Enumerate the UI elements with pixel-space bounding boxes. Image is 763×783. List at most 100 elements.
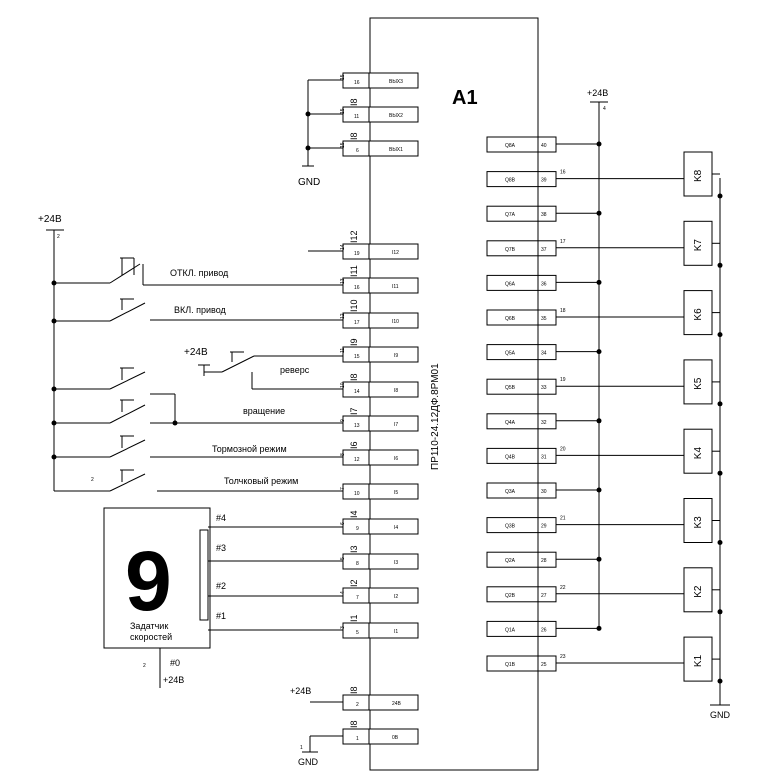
rail-num: 4	[603, 106, 606, 112]
wire-num: 7	[340, 487, 346, 490]
output-terminal: Q7A 38	[486, 205, 602, 222]
output-pin: 39	[541, 178, 547, 184]
pin-name: I11	[392, 284, 399, 290]
input-label: I8	[349, 373, 359, 381]
output-name: Q2A	[505, 558, 516, 564]
terminal-i1	[342, 622, 419, 639]
speed-tap-3: #3	[216, 543, 226, 553]
pin-name: I8	[394, 388, 398, 394]
pin-num: 16	[354, 285, 360, 291]
wire-num: 3	[340, 626, 346, 629]
input-label: I1	[349, 614, 359, 622]
relay-label: K7	[693, 239, 704, 252]
wire-num: 15	[340, 108, 346, 114]
pin-name: I5	[394, 490, 398, 496]
left-switch-network: +24В 2 ОТКЛ. привод ВКЛ. привод +24В	[38, 214, 343, 492]
output-name: Q8B	[505, 178, 516, 184]
wire-num: 6	[340, 522, 346, 525]
power-wiring: +24В 1 GND	[290, 686, 343, 767]
output-name: Q6B	[505, 316, 516, 322]
output-pin: 37	[541, 247, 547, 253]
output-pin: 25	[541, 662, 547, 668]
pin-num: 16	[354, 80, 360, 86]
output-terminal: Q4A 32	[486, 413, 602, 430]
input-label: I7	[349, 407, 359, 415]
speed-tap-2: #2	[216, 581, 226, 591]
output-name: Q5A	[505, 351, 516, 357]
gnd-num: 1	[300, 745, 303, 751]
terminal-i9	[342, 346, 419, 363]
signal-brake: Тормозной режим	[212, 444, 287, 454]
output-pin: 38	[541, 212, 547, 218]
speed-setter-box	[103, 507, 211, 649]
signal-jog: Толчковый режим	[224, 476, 298, 486]
output-name: Q7A	[505, 212, 516, 218]
pin-name: I4	[394, 525, 398, 531]
wire-num: 11	[340, 348, 346, 353]
speed-setter-bar	[199, 529, 209, 621]
input-label: I3	[349, 545, 359, 553]
output-pin: 27	[541, 593, 547, 599]
input-label: I8	[349, 686, 359, 694]
pin-num: 17	[354, 320, 360, 326]
output-wire: 21	[560, 516, 566, 522]
output-name: Q3A	[505, 489, 516, 495]
relay-coil: K2	[683, 567, 723, 615]
signal-on-drive: ВКЛ. привод	[174, 305, 227, 315]
output-pin: 32	[541, 420, 547, 426]
relay-label: K6	[693, 308, 704, 321]
gnd-label: GND	[298, 177, 320, 188]
top-inputs: 16 ВЫХ3 15 11 ВЫХ2 15 I8 6 ВЫХ1 15 I8 GN…	[298, 72, 419, 188]
wire-num: 8	[340, 453, 346, 456]
relay-coil: K4	[683, 428, 723, 476]
wire-num: 10	[340, 382, 346, 388]
output-wire: 22	[560, 585, 566, 591]
wire-num: 9	[340, 419, 346, 422]
pin-name: ВЫХ1	[389, 147, 403, 153]
pin-num: 12	[354, 457, 360, 463]
module-id: A1	[452, 87, 478, 109]
input-label: I10	[349, 299, 359, 312]
left-terminals: 19 I12 I12 14 16 I11 I11 13 17 I10 I10 1…	[308, 230, 419, 745]
pin-num: 14	[354, 389, 360, 395]
output-name: Q6A	[505, 281, 516, 287]
terminal-i3	[342, 553, 419, 570]
input-label: I8	[349, 720, 359, 728]
output-wire: 20	[560, 446, 566, 452]
relay-label: K5	[693, 377, 704, 390]
pin-name: I12	[392, 250, 399, 256]
wire-num: 13	[340, 278, 346, 284]
wire-num: 15	[340, 74, 346, 80]
speed-common: #0	[170, 658, 180, 668]
speed-setter: 9 Задатчик скоростей #4 #3 #2 #1 2 #0 +2…	[103, 507, 343, 688]
speed-common-num: 2	[143, 663, 146, 669]
speed-p24: +24В	[163, 675, 184, 685]
output-name: Q4A	[505, 420, 516, 426]
pin-num: 15	[354, 354, 360, 360]
rail-num: 2	[57, 234, 60, 240]
wire-num: 5	[340, 557, 346, 560]
p24-bottom-label: +24В	[290, 686, 311, 696]
pin-name: ВЫХ2	[389, 113, 403, 119]
pin-num: 19	[354, 251, 360, 257]
speed-tap-4: #4	[216, 513, 226, 523]
p24-right-label: +24В	[587, 88, 608, 98]
output-name: Q1A	[505, 627, 516, 633]
relay-label: K1	[693, 654, 704, 667]
output-pin: 40	[541, 143, 547, 149]
speed-setter-caption-1: Задатчик	[130, 621, 168, 631]
pin-name: I9	[394, 353, 398, 359]
pin-name: 0В	[392, 735, 399, 741]
pin-name: I6	[394, 456, 398, 462]
terminal-24v	[342, 694, 419, 711]
